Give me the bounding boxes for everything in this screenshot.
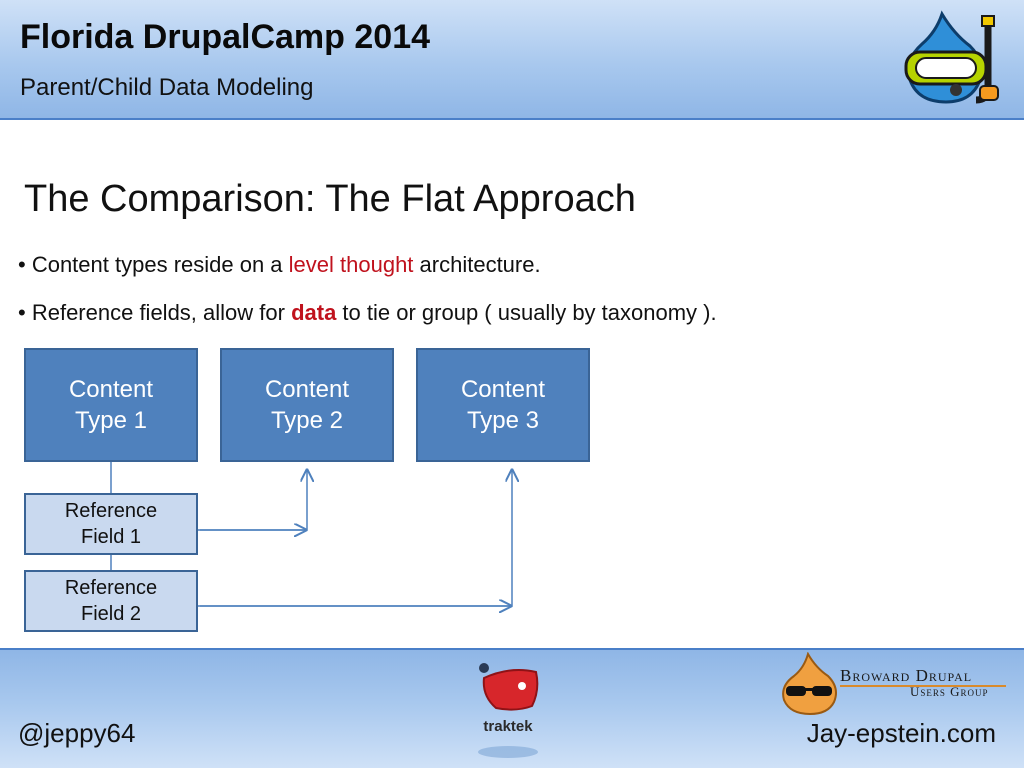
bullet-text: to tie or group ( usually by taxonomy ). (336, 300, 717, 325)
broward-logo-rule (840, 685, 1006, 687)
header-subtitle: Parent/Child Data Modeling (20, 74, 314, 101)
box-label-line: Type 2 (270, 407, 344, 434)
bullet-item: • Content types reside on a level though… (18, 252, 541, 278)
bullet-marker: • (18, 300, 26, 325)
box-label-line: Content (264, 376, 350, 403)
box-label-line: Type 3 (466, 407, 540, 434)
box-label-line: Field 1 (80, 526, 142, 548)
connector-rf2-to-ct3 (198, 470, 512, 607)
footer-band: @jeppy64 traktek Broward Drupal Users Gr… (0, 648, 1024, 768)
bullet-marker: • (18, 252, 26, 277)
bullet-item: • Reference fields, allow for data to ti… (18, 300, 717, 326)
box-label-line: Reference (64, 500, 158, 522)
connector-rf1-to-ct2 (198, 470, 307, 531)
box-label-line: Content (68, 376, 154, 403)
broward-logo-subtext: Users Group (910, 684, 989, 699)
traktek-label: traktek (483, 718, 533, 735)
twitter-handle: @jeppy64 (18, 718, 136, 748)
box-label-line: Type 1 (74, 407, 148, 434)
bullet-highlight: level thought (288, 252, 414, 277)
bullet-highlight: data (291, 300, 337, 325)
box-label-line: Field 2 (80, 603, 142, 625)
bullet-text: Content types reside on a (31, 252, 289, 277)
drupal-drop-snorkel-mascot-icon (904, 10, 999, 104)
box-label-line: Content (460, 376, 546, 403)
header-title: Florida DrupalCamp 2014 (20, 18, 431, 56)
traktek-logo-icon (478, 663, 539, 758)
broward-logo-text: Broward Drupal (840, 666, 973, 685)
header-band: Florida DrupalCamp 2014 Parent/Child Dat… (0, 0, 1024, 120)
slide-title: The Comparison: The Flat Approach (24, 178, 636, 220)
bullet-text: architecture. (413, 252, 541, 277)
bullet-text: Reference fields, allow for (31, 300, 292, 325)
website-text: Jay-epstein.com (806, 718, 996, 748)
broward-drupal-drop-sunglasses-icon (782, 652, 837, 716)
diagram-connectors (110, 462, 620, 640)
box-label-line: Reference (64, 577, 158, 599)
